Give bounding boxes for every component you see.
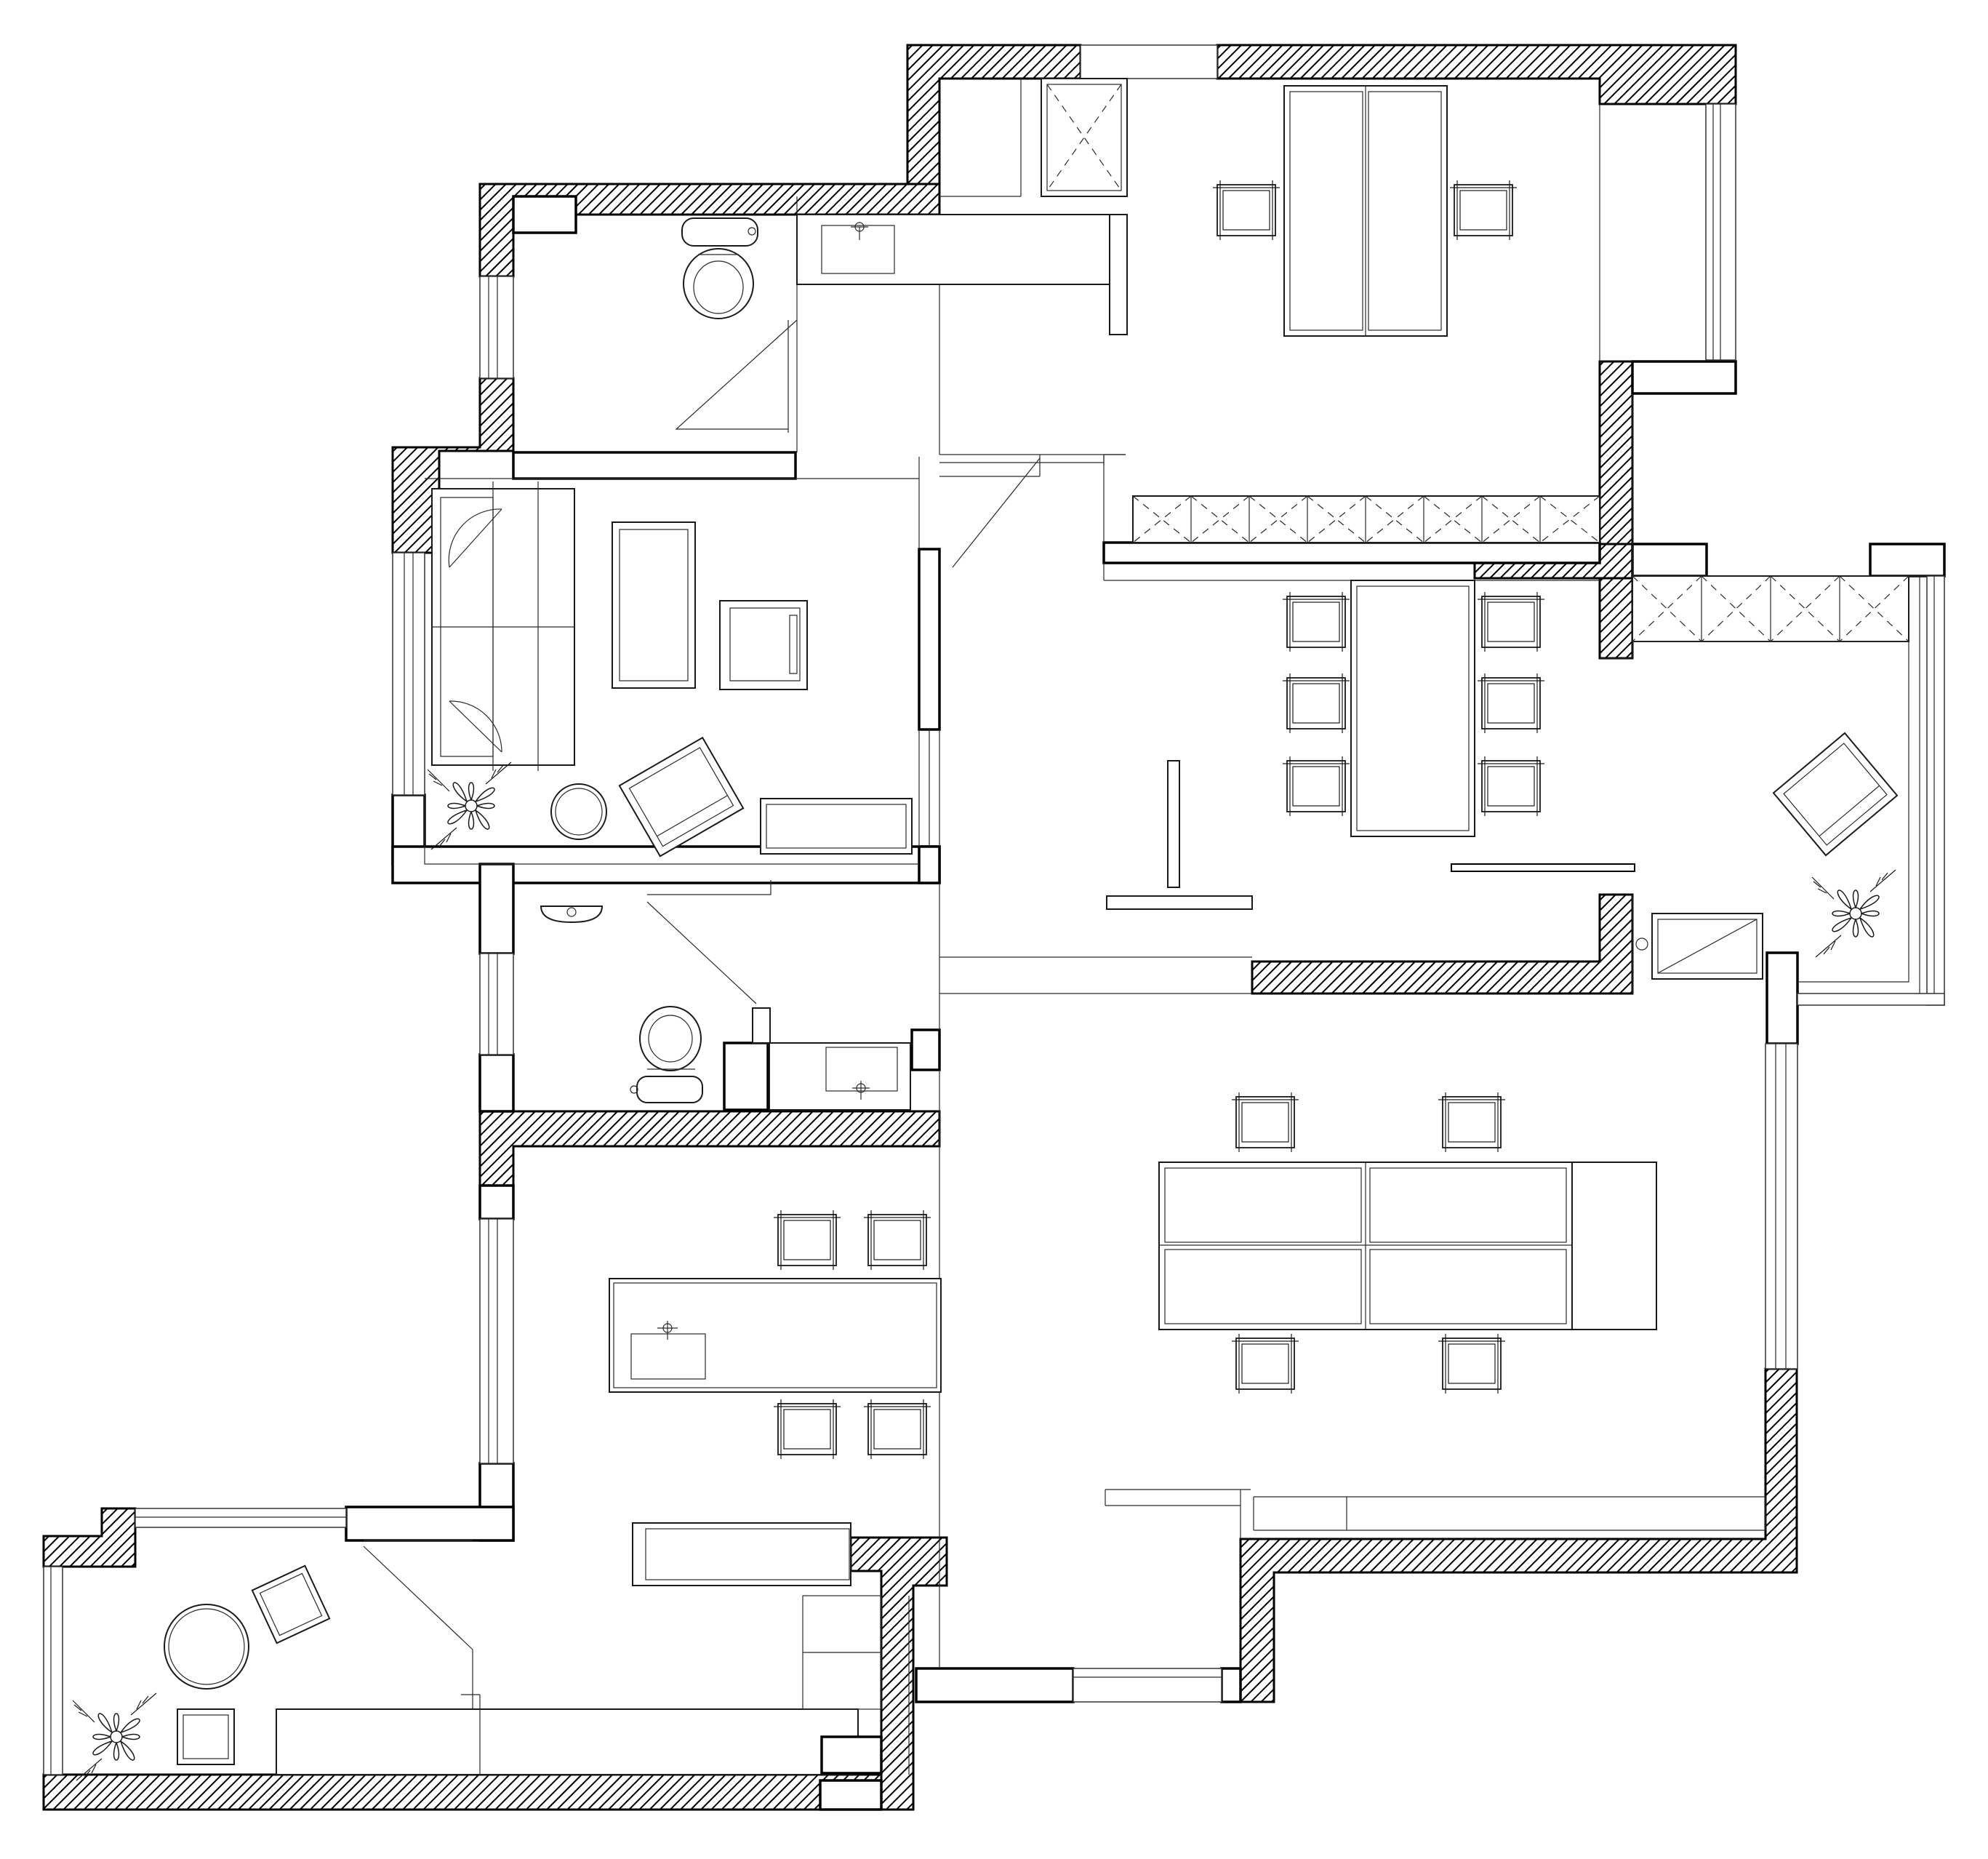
console (760, 798, 913, 855)
wall-basin (540, 905, 604, 924)
round-table (164, 1604, 249, 1690)
tv-stand (1106, 760, 1253, 910)
kitchen-island (609, 1278, 942, 1393)
toilet-icon (681, 217, 758, 319)
study-desk (939, 78, 1448, 337)
faucet-icon (852, 1081, 870, 1100)
long-table (1158, 1162, 1657, 1330)
windows (43, 44, 1945, 1775)
round-side-table (550, 783, 607, 840)
dining-table (1350, 580, 1475, 837)
sofa (431, 481, 575, 771)
lounge-chair (618, 736, 745, 857)
armchair (719, 600, 808, 690)
faucet-icon (851, 222, 868, 240)
plant-icon (427, 761, 512, 850)
toilet-icon (630, 1006, 703, 1103)
balcony-chair (251, 1564, 331, 1644)
interior-lines (276, 104, 1927, 1775)
plant-icon (72, 1692, 157, 1781)
plant-icon (1811, 869, 1896, 958)
coffee-table (612, 521, 696, 689)
structural-walls (42, 44, 1798, 1811)
laundry-machine (1635, 913, 1763, 980)
balcony-chair (177, 1708, 235, 1765)
lounge-chair (1772, 732, 1899, 857)
